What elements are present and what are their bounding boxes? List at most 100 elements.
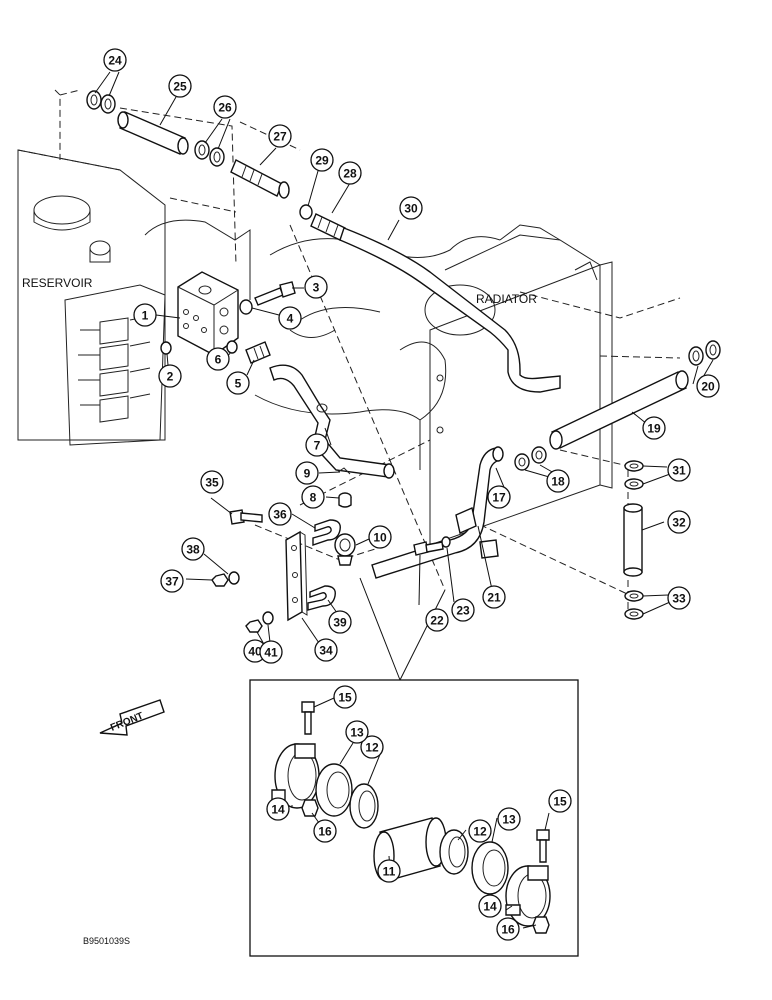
callout-12: 12 <box>360 735 384 759</box>
callout-number: 8 <box>310 491 317 505</box>
fitting-27 <box>230 159 290 199</box>
callout-circle <box>496 917 520 941</box>
callout-8: 8 <box>301 485 325 509</box>
seal-pair-31 <box>624 460 644 490</box>
callout-circle <box>213 95 237 119</box>
callout-circle <box>278 306 302 330</box>
callout-circle <box>642 416 666 440</box>
callout-number: 4 <box>287 312 294 326</box>
o-ring-2 <box>160 341 172 355</box>
callout-number: 20 <box>701 380 715 394</box>
callout-number: 30 <box>404 202 418 216</box>
engine-outline <box>144 219 501 470</box>
callout-35: 35 <box>200 470 224 494</box>
callout-26: 26 <box>213 95 237 119</box>
callout-circle <box>314 638 338 662</box>
callout-circle <box>478 894 502 918</box>
hose-30 <box>339 227 561 393</box>
callout-circle <box>301 485 325 509</box>
callout-number: 25 <box>173 80 187 94</box>
callout-25: 25 <box>168 74 192 98</box>
callout-number: 23 <box>456 604 470 618</box>
callout-number: 15 <box>553 795 567 809</box>
callout-circle <box>546 469 570 493</box>
clamp-10 <box>334 533 356 566</box>
callout-circle <box>266 797 290 821</box>
detail-nut-16a <box>301 799 319 817</box>
detail-leader-lines <box>359 577 446 681</box>
callout-circle <box>667 586 691 610</box>
callout-37: 37 <box>160 569 184 593</box>
callout-33: 33 <box>667 586 691 610</box>
seal-pair-24 <box>86 90 116 114</box>
callout-39: 39 <box>328 610 352 634</box>
callout-circle <box>425 608 449 632</box>
callout-number: 7 <box>314 439 321 453</box>
manifold-block-1 <box>177 271 239 356</box>
callout-31: 31 <box>667 458 691 482</box>
callout-number: 3 <box>313 281 320 295</box>
callout-12: 12 <box>468 819 492 843</box>
washer-23 <box>441 536 451 548</box>
callout-circle <box>345 720 369 744</box>
callout-circle <box>295 461 319 485</box>
callout-1: 1 <box>133 303 157 327</box>
callout-number: 16 <box>501 923 515 937</box>
callout-number: 14 <box>271 803 285 817</box>
reservoir-label: RESERVOIR <box>22 276 93 290</box>
callout-number: 31 <box>672 464 686 478</box>
callout-number: 35 <box>205 476 219 490</box>
callout-circle <box>333 685 357 709</box>
nut-37 <box>211 573 229 587</box>
detail-seal-12b <box>439 829 469 875</box>
callout-16: 16 <box>313 819 337 843</box>
callout-number: 29 <box>315 154 329 168</box>
fitting-5 <box>245 341 271 364</box>
radiator-outline <box>429 224 613 546</box>
callout-number: 12 <box>365 741 379 755</box>
callout-circle <box>200 470 224 494</box>
callout-circle <box>497 807 521 831</box>
callout-11: 11 <box>377 859 401 883</box>
callout-27: 27 <box>268 124 292 148</box>
callout-number: 1 <box>142 309 149 323</box>
callout-20: 20 <box>696 374 720 398</box>
callout-number: 37 <box>165 575 179 589</box>
callout-16: 16 <box>496 917 520 941</box>
callout-number: 11 <box>383 865 396 879</box>
callout-28: 28 <box>338 161 362 185</box>
callout-circle <box>667 510 691 534</box>
washer-4 <box>239 299 253 315</box>
seal-pair-20 <box>688 340 721 366</box>
detail-nut-16b <box>532 916 550 934</box>
callout-number: 40 <box>248 645 262 659</box>
callout-10: 10 <box>368 525 392 549</box>
detail-clamp-14a <box>271 743 320 809</box>
callout-circle <box>360 735 384 759</box>
callout-number: 13 <box>350 726 364 740</box>
bolt-3 <box>254 281 296 306</box>
callout-6: 6 <box>206 347 230 371</box>
callout-number: 34 <box>319 644 333 658</box>
callout-number: 27 <box>273 130 287 144</box>
bolt-22 <box>413 541 444 556</box>
callout-number: 18 <box>551 475 565 489</box>
callout-13: 13 <box>345 720 369 744</box>
callout-number: 32 <box>672 516 686 530</box>
washer-41 <box>262 611 274 625</box>
callout-4: 4 <box>278 306 302 330</box>
leader-lines <box>94 71 714 929</box>
callout-3: 3 <box>304 275 328 299</box>
callout-circle <box>181 537 205 561</box>
callout-circle <box>548 789 572 813</box>
bracket-34 <box>285 530 308 622</box>
callout-14: 14 <box>478 894 502 918</box>
callout-circle <box>399 196 423 220</box>
callout-circle <box>377 859 401 883</box>
callout-number: 17 <box>492 491 506 505</box>
detail-bolt-15a <box>301 701 315 735</box>
callout-number: 28 <box>343 167 357 181</box>
radiator-label: RADIATOR <box>476 292 537 306</box>
hose-25 <box>117 111 189 155</box>
